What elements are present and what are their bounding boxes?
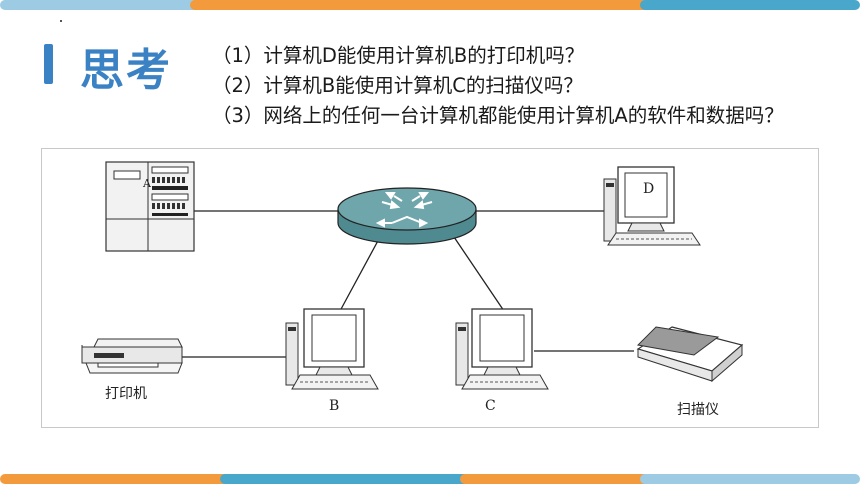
top-bar-segment-orange-2 bbox=[420, 0, 650, 10]
link-router-computer-b bbox=[339, 236, 381, 312]
server-a-label: A bbox=[143, 177, 151, 190]
bottom-bar-segment-orange-mid bbox=[460, 474, 650, 484]
computer-b-label: B bbox=[329, 398, 340, 414]
question-list: （1）计算机D能使用计算机B的打印机吗？ （2）计算机B能使用计算机C的扫描仪吗… bbox=[212, 41, 784, 131]
top-bar-segment-blue-left bbox=[0, 0, 210, 10]
question-2: （2）计算机B能使用计算机C的扫描仪吗？ bbox=[212, 74, 583, 97]
scanner-icon bbox=[636, 326, 744, 383]
printer-label: 打印机 bbox=[105, 386, 147, 402]
computer-b-icon bbox=[285, 308, 379, 390]
server-a-icon bbox=[105, 161, 195, 252]
network-diagram-canvas bbox=[81, 161, 744, 390]
bottom-decor-bar bbox=[0, 474, 860, 484]
computer-d-icon bbox=[603, 166, 701, 246]
network-diagram: A D B C 打印机 扫描仪 bbox=[41, 148, 819, 428]
heading-accent-mark bbox=[44, 44, 53, 84]
network-links bbox=[182, 210, 634, 358]
decor-dot bbox=[60, 20, 62, 22]
computer-c-label: C bbox=[485, 398, 496, 414]
slide-heading: 思考 bbox=[80, 45, 172, 96]
scanner-label: 扫描仪 bbox=[677, 402, 719, 418]
computer-d-label: D bbox=[643, 181, 655, 197]
bottom-bar-segment-blue-right bbox=[640, 474, 860, 484]
question-1: （1）计算机D能使用计算机B的打印机吗？ bbox=[212, 44, 585, 67]
top-bar-segment-orange-1 bbox=[190, 0, 430, 10]
computer-c-icon bbox=[455, 308, 549, 390]
bottom-bar-segment-orange-left bbox=[0, 474, 230, 484]
router-icon bbox=[337, 187, 477, 245]
bottom-bar-segment-blue bbox=[220, 474, 470, 484]
top-bar-segment-blue-right bbox=[640, 0, 860, 10]
printer-icon bbox=[81, 338, 183, 374]
question-3: （3）网络上的任何一台计算机都能使用计算机A的软件和数据吗？ bbox=[212, 104, 784, 127]
top-decor-bar bbox=[0, 0, 860, 10]
link-router-computer-c bbox=[453, 236, 505, 312]
